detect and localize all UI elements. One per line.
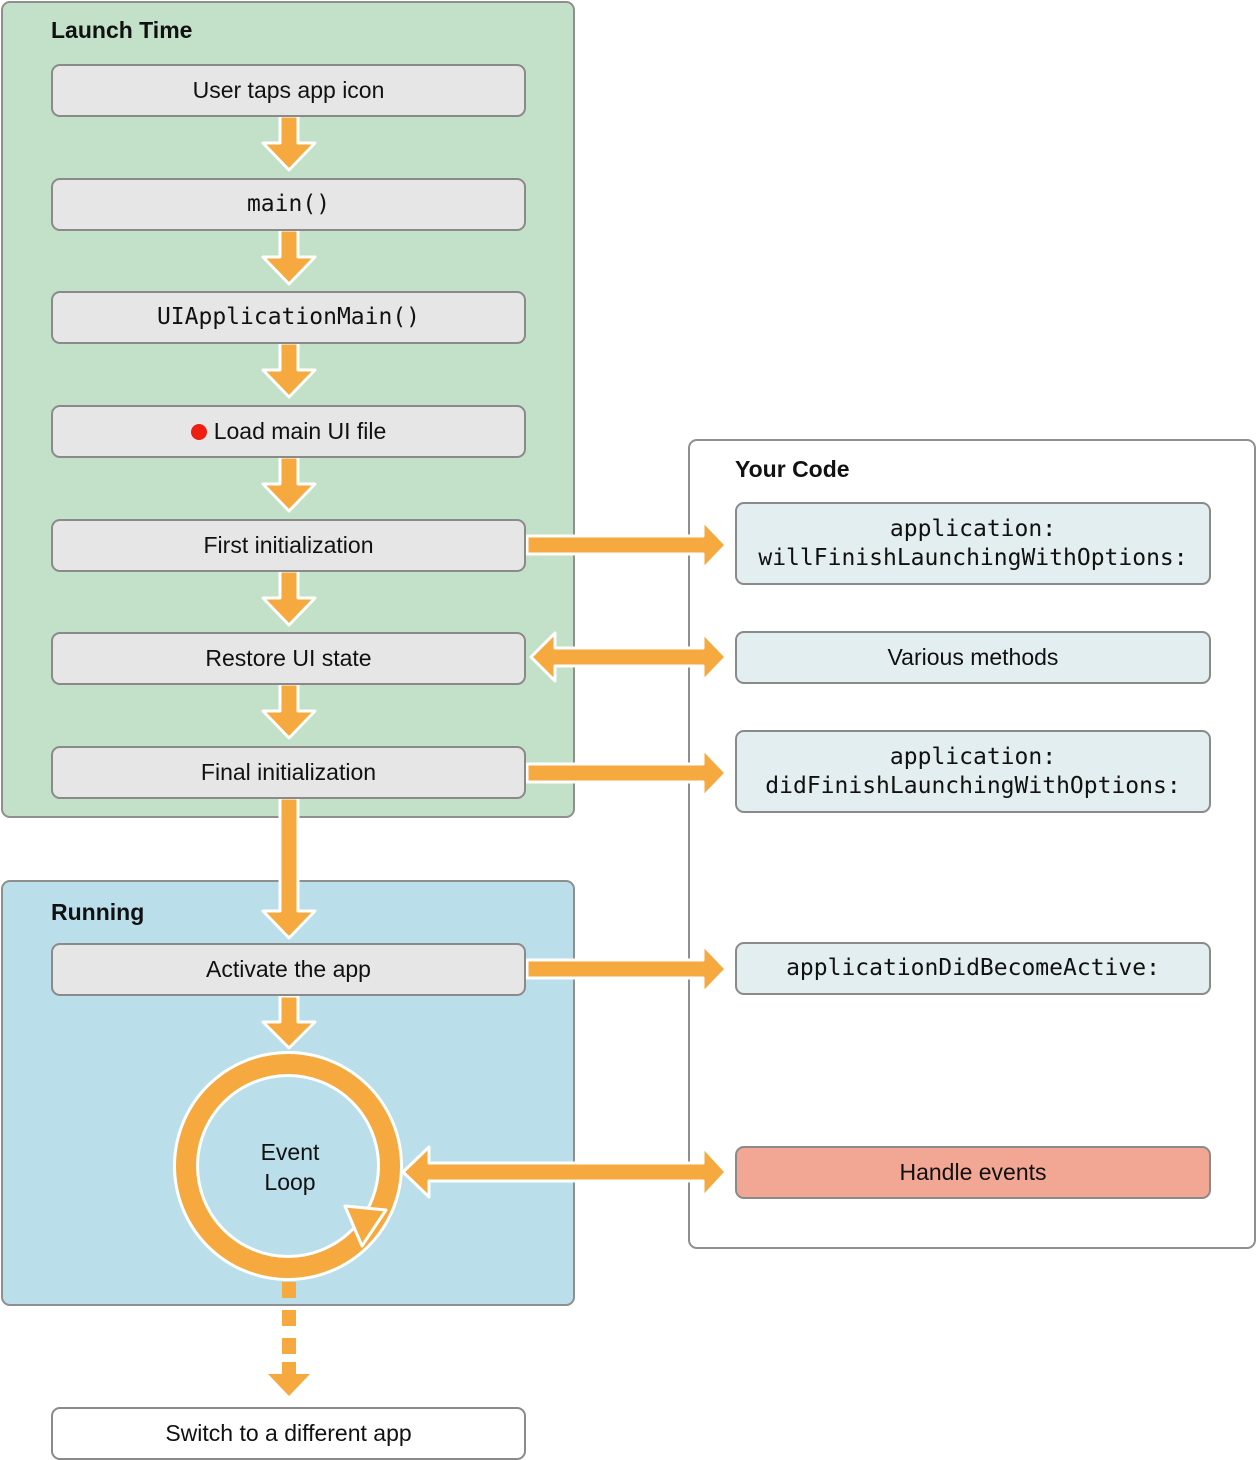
down-arrow-3 [261, 341, 317, 399]
code-did-finish-line-2: didFinishLaunchingWithOptions: [765, 772, 1181, 799]
down-arrow-4 [261, 455, 317, 513]
step-final-initialization: Final initialization [51, 746, 526, 799]
right-arrow-final-init [525, 747, 728, 799]
dashed-exit-arrow [268, 1282, 310, 1396]
down-arrow-5 [261, 569, 317, 627]
code-did-finish-launching: application: didFinishLaunchingWithOptio… [735, 730, 1211, 813]
down-arrow-8 [261, 994, 317, 1050]
code-did-become-active: applicationDidBecomeActive: [735, 942, 1211, 995]
right-arrow-activate [525, 943, 728, 995]
step-main-label: main() [246, 190, 331, 217]
launch-time-title: Launch Time [51, 17, 193, 43]
code-handle-events: Handle events [735, 1146, 1211, 1199]
step-first-initialization-label: First initialization [203, 531, 374, 558]
code-various-methods: Various methods [735, 631, 1211, 684]
down-arrow-2 [261, 228, 317, 286]
step-main: main() [51, 178, 526, 231]
step-switch-app: Switch to a different app [51, 1407, 526, 1460]
step-user-taps-icon: User taps app icon [51, 64, 526, 117]
step-uiapplicationmain: UIApplicationMain() [51, 291, 526, 344]
step-first-initialization: First initialization [51, 519, 526, 572]
event-loop-line-1: Event [260, 1139, 320, 1165]
code-will-finish-line-1: application: [889, 515, 1057, 542]
step-switch-app-label: Switch to a different app [165, 1419, 412, 1446]
double-arrow-restore [529, 631, 728, 683]
code-will-finish-launching: application: willFinishLaunchingWithOpti… [735, 502, 1211, 585]
down-arrow-7 [261, 796, 317, 940]
your-code-title: Your Code [735, 456, 850, 482]
down-arrow-6 [261, 682, 317, 740]
step-uiapplicationmain-label: UIApplicationMain() [156, 303, 421, 330]
step-user-taps-icon-label: User taps app icon [192, 76, 385, 103]
code-did-become-active-label: applicationDidBecomeActive: [786, 954, 1160, 981]
step-load-main-ui-file: Load main UI file [51, 405, 526, 458]
step-restore-ui-state: Restore UI state [51, 632, 526, 685]
code-did-finish-line-1: application: [889, 743, 1057, 770]
event-loop-line-2: Loop [264, 1169, 316, 1195]
step-activate-the-app: Activate the app [51, 943, 526, 996]
code-various-methods-label: Various methods [887, 643, 1059, 670]
step-activate-the-app-label: Activate the app [206, 955, 371, 982]
event-loop-arrowhead [343, 1204, 388, 1248]
code-handle-events-label: Handle events [899, 1158, 1047, 1185]
down-arrow-1 [261, 114, 317, 172]
event-loop-ring [173, 1051, 403, 1281]
step-final-initialization-label: Final initialization [200, 758, 377, 785]
code-will-finish-line-2: willFinishLaunchingWithOptions: [758, 544, 1188, 571]
red-dot-marker-icon [190, 423, 207, 440]
event-loop-label: Event Loop [230, 1137, 350, 1197]
step-restore-ui-state-label: Restore UI state [205, 644, 372, 671]
running-title: Running [51, 899, 145, 925]
double-arrow-events [401, 1145, 728, 1199]
right-arrow-first-init [525, 519, 728, 571]
step-load-main-ui-file-label: Load main UI file [213, 417, 387, 444]
